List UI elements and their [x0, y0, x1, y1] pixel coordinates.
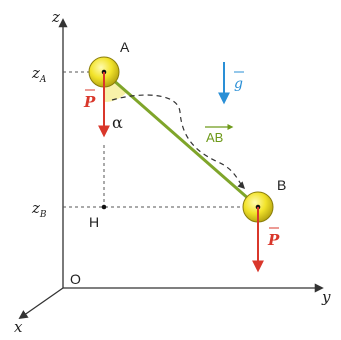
za-label: zA — [31, 64, 47, 85]
point-h-label: H — [89, 214, 99, 230]
x-axis-label: x — [14, 318, 23, 336]
z-axis-label: z — [51, 8, 60, 26]
weight-a-label: P — [83, 93, 96, 111]
displacement-path — [111, 94, 246, 190]
point-a-label: A — [120, 39, 130, 55]
point-h — [101, 204, 107, 210]
origin-label: O — [70, 271, 81, 287]
point-b-label: B — [277, 177, 286, 193]
y-axis-label: y — [321, 288, 331, 306]
ab-vector-label: AB — [206, 130, 223, 145]
angle-alpha-label: α — [112, 113, 123, 132]
weight-b-label: P — [267, 231, 280, 249]
gravity-label: g — [234, 76, 243, 92]
x-axis — [18, 287, 64, 320]
zb-label: zB — [31, 199, 47, 220]
rod-ab — [103, 70, 259, 209]
